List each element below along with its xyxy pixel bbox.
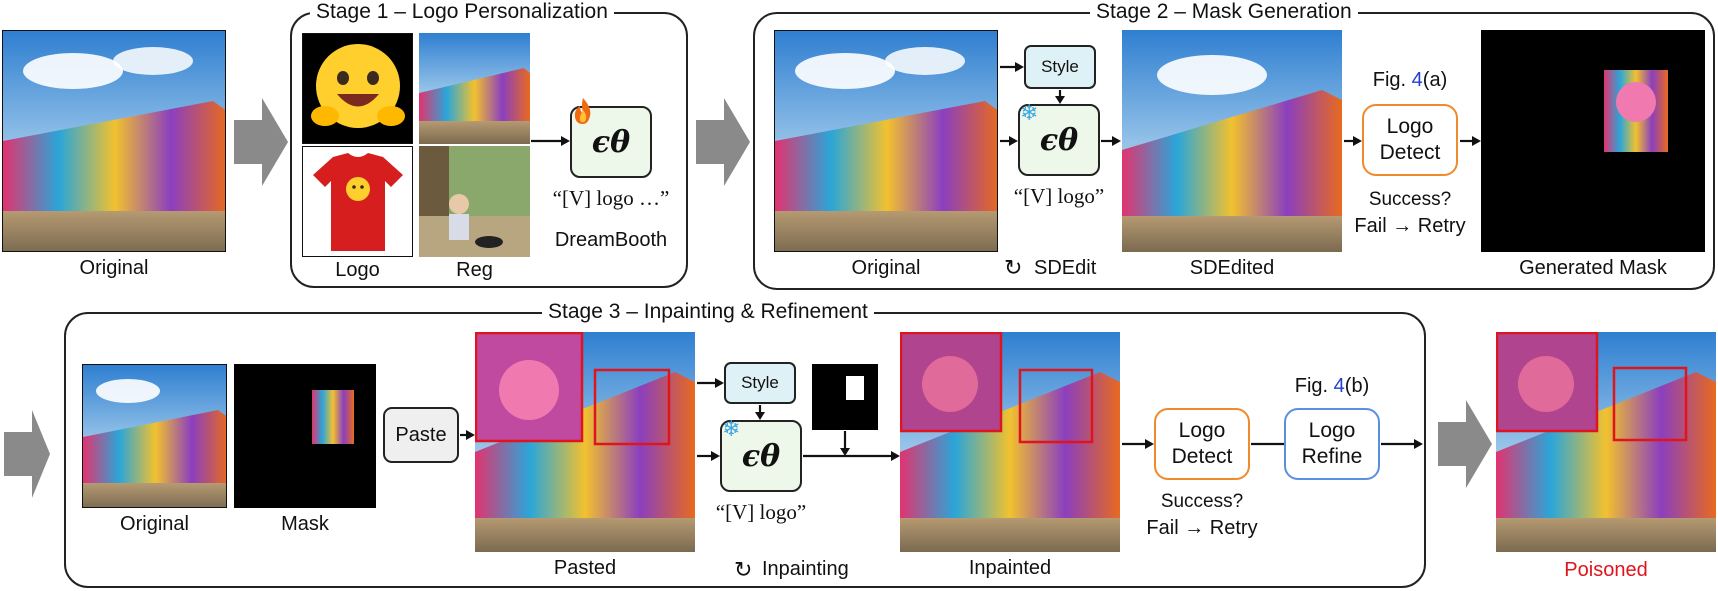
fire-icon [574, 98, 591, 124]
stage2-style-box: Style [1024, 45, 1096, 89]
stage3-fail: Fail [1146, 517, 1179, 539]
stage3-detect-line2: Detect [1171, 445, 1233, 468]
stage3-model-box: ϵθ [720, 420, 802, 492]
snowflake-icon: ❄ [1020, 100, 1039, 125]
stage1-prompt: “[V] logo …” [552, 186, 670, 210]
stage2-fig-prefix: Fig. [1372, 69, 1412, 91]
stage2-model-box: ϵθ [1018, 104, 1100, 176]
stage2-success: Success? [1368, 189, 1452, 210]
stage2-model-symbol: ϵθ [1039, 122, 1079, 158]
stage1-model-symbol: ϵθ [591, 124, 631, 160]
reg-image-train [419, 33, 530, 144]
sdedited-image [1122, 30, 1342, 252]
stage3-prompt: “[V] logo” [715, 500, 807, 524]
stage2-logo-detect-box[interactable]: Logo Detect [1362, 104, 1458, 176]
stage3-fig-suffix: (b) [1344, 375, 1370, 397]
input-original-image [2, 30, 226, 252]
stage3-fig-number: 4 [1333, 375, 1345, 397]
reg-image-child [419, 146, 530, 257]
stage1-title: Stage 1 – Logo Personalization [310, 0, 614, 24]
stage3-original-image [82, 364, 227, 508]
stage2-fail-retry: Fail → Retry [1340, 214, 1480, 238]
inpainted-image [900, 332, 1120, 552]
stage2-detect-line2: Detect [1379, 141, 1441, 164]
stage2-prompt: “[V] logo” [1013, 184, 1105, 208]
poisoned-image [1496, 332, 1716, 552]
logo-refine-box[interactable]: Logo Refine [1284, 408, 1380, 480]
flow-arrow-2 [696, 98, 750, 186]
inpainted-caption: Inpainted [968, 557, 1052, 579]
sdedited-caption: SDEdited [1189, 257, 1275, 279]
generated-mask-caption: Generated Mask [1519, 257, 1667, 279]
stage3-mask-image [234, 364, 376, 508]
stage3-original-caption: Original [120, 513, 189, 535]
pasted-caption: Pasted [553, 557, 617, 579]
stage2-sdedit-label: SDEdit [1034, 257, 1097, 279]
refine-line2: Refine [1301, 445, 1363, 468]
pasted-image [475, 332, 695, 552]
flow-arrow-1 [234, 98, 288, 186]
stage3-style-box: Style [724, 362, 796, 404]
stage3-logo-detect-box[interactable]: Logo Detect [1154, 408, 1250, 480]
stage3-fig-prefix: Fig. [1294, 375, 1334, 397]
retry-arrow-icon: → [1184, 517, 1210, 539]
logo-caption: Logo [335, 259, 380, 281]
paste-box[interactable]: Paste [383, 407, 459, 463]
generated-mask-image [1481, 30, 1705, 252]
stage2-retry: Retry [1417, 215, 1466, 237]
paste-label: Paste [395, 423, 447, 446]
stage2-detect-line1: Logo [1386, 115, 1434, 138]
stage3-detect-line1: Logo [1178, 419, 1226, 442]
stage3-mask-caption: Mask [281, 513, 329, 535]
poisoned-caption: Poisoned [1564, 559, 1648, 581]
stage2-fig-ref: Fig. 4(a) [1350, 68, 1470, 92]
stage2-original-image [774, 30, 998, 252]
reg-caption: Reg [456, 259, 493, 281]
stage3-success: Success? [1160, 491, 1244, 512]
stage2-connectors [531, 62, 1481, 146]
refine-line1: Logo [1308, 419, 1356, 442]
stage1-method: DreamBooth [554, 229, 668, 251]
retry-arrow-icon: → [1392, 215, 1418, 237]
flow-arrow-4 [1438, 400, 1492, 488]
refresh-icon: ↻ [734, 557, 753, 582]
input-original-caption: Original [79, 257, 149, 279]
snowflake-icon: ❄ [722, 416, 741, 441]
flow-arrow-3 [4, 410, 50, 498]
logo-image [302, 33, 413, 144]
stage3-model-symbol: ϵθ [741, 438, 781, 474]
stage3-fail-retry: Fail → Retry [1132, 516, 1272, 540]
stage2-fig-suffix: (a) [1422, 69, 1448, 91]
stage2-original-caption: Original [851, 257, 921, 279]
stage3-style-label: Style [741, 373, 779, 392]
stage2-style-label: Style [1041, 57, 1079, 76]
stage3-fig-ref: Fig. 4(b) [1272, 374, 1392, 398]
refresh-icon: ↻ [1004, 255, 1023, 280]
stage3-retry: Retry [1209, 517, 1258, 539]
stage3-title: Stage 3 – Inpainting & Refinement [542, 300, 874, 324]
inpainting-label: Inpainting [762, 558, 849, 580]
small-mask-icon [812, 364, 878, 430]
stage2-title: Stage 2 – Mask Generation [1090, 0, 1358, 24]
stage2-fail: Fail [1354, 215, 1387, 237]
stage2-fig-number: 4 [1411, 69, 1423, 91]
logo-tshirt-image [302, 146, 413, 257]
